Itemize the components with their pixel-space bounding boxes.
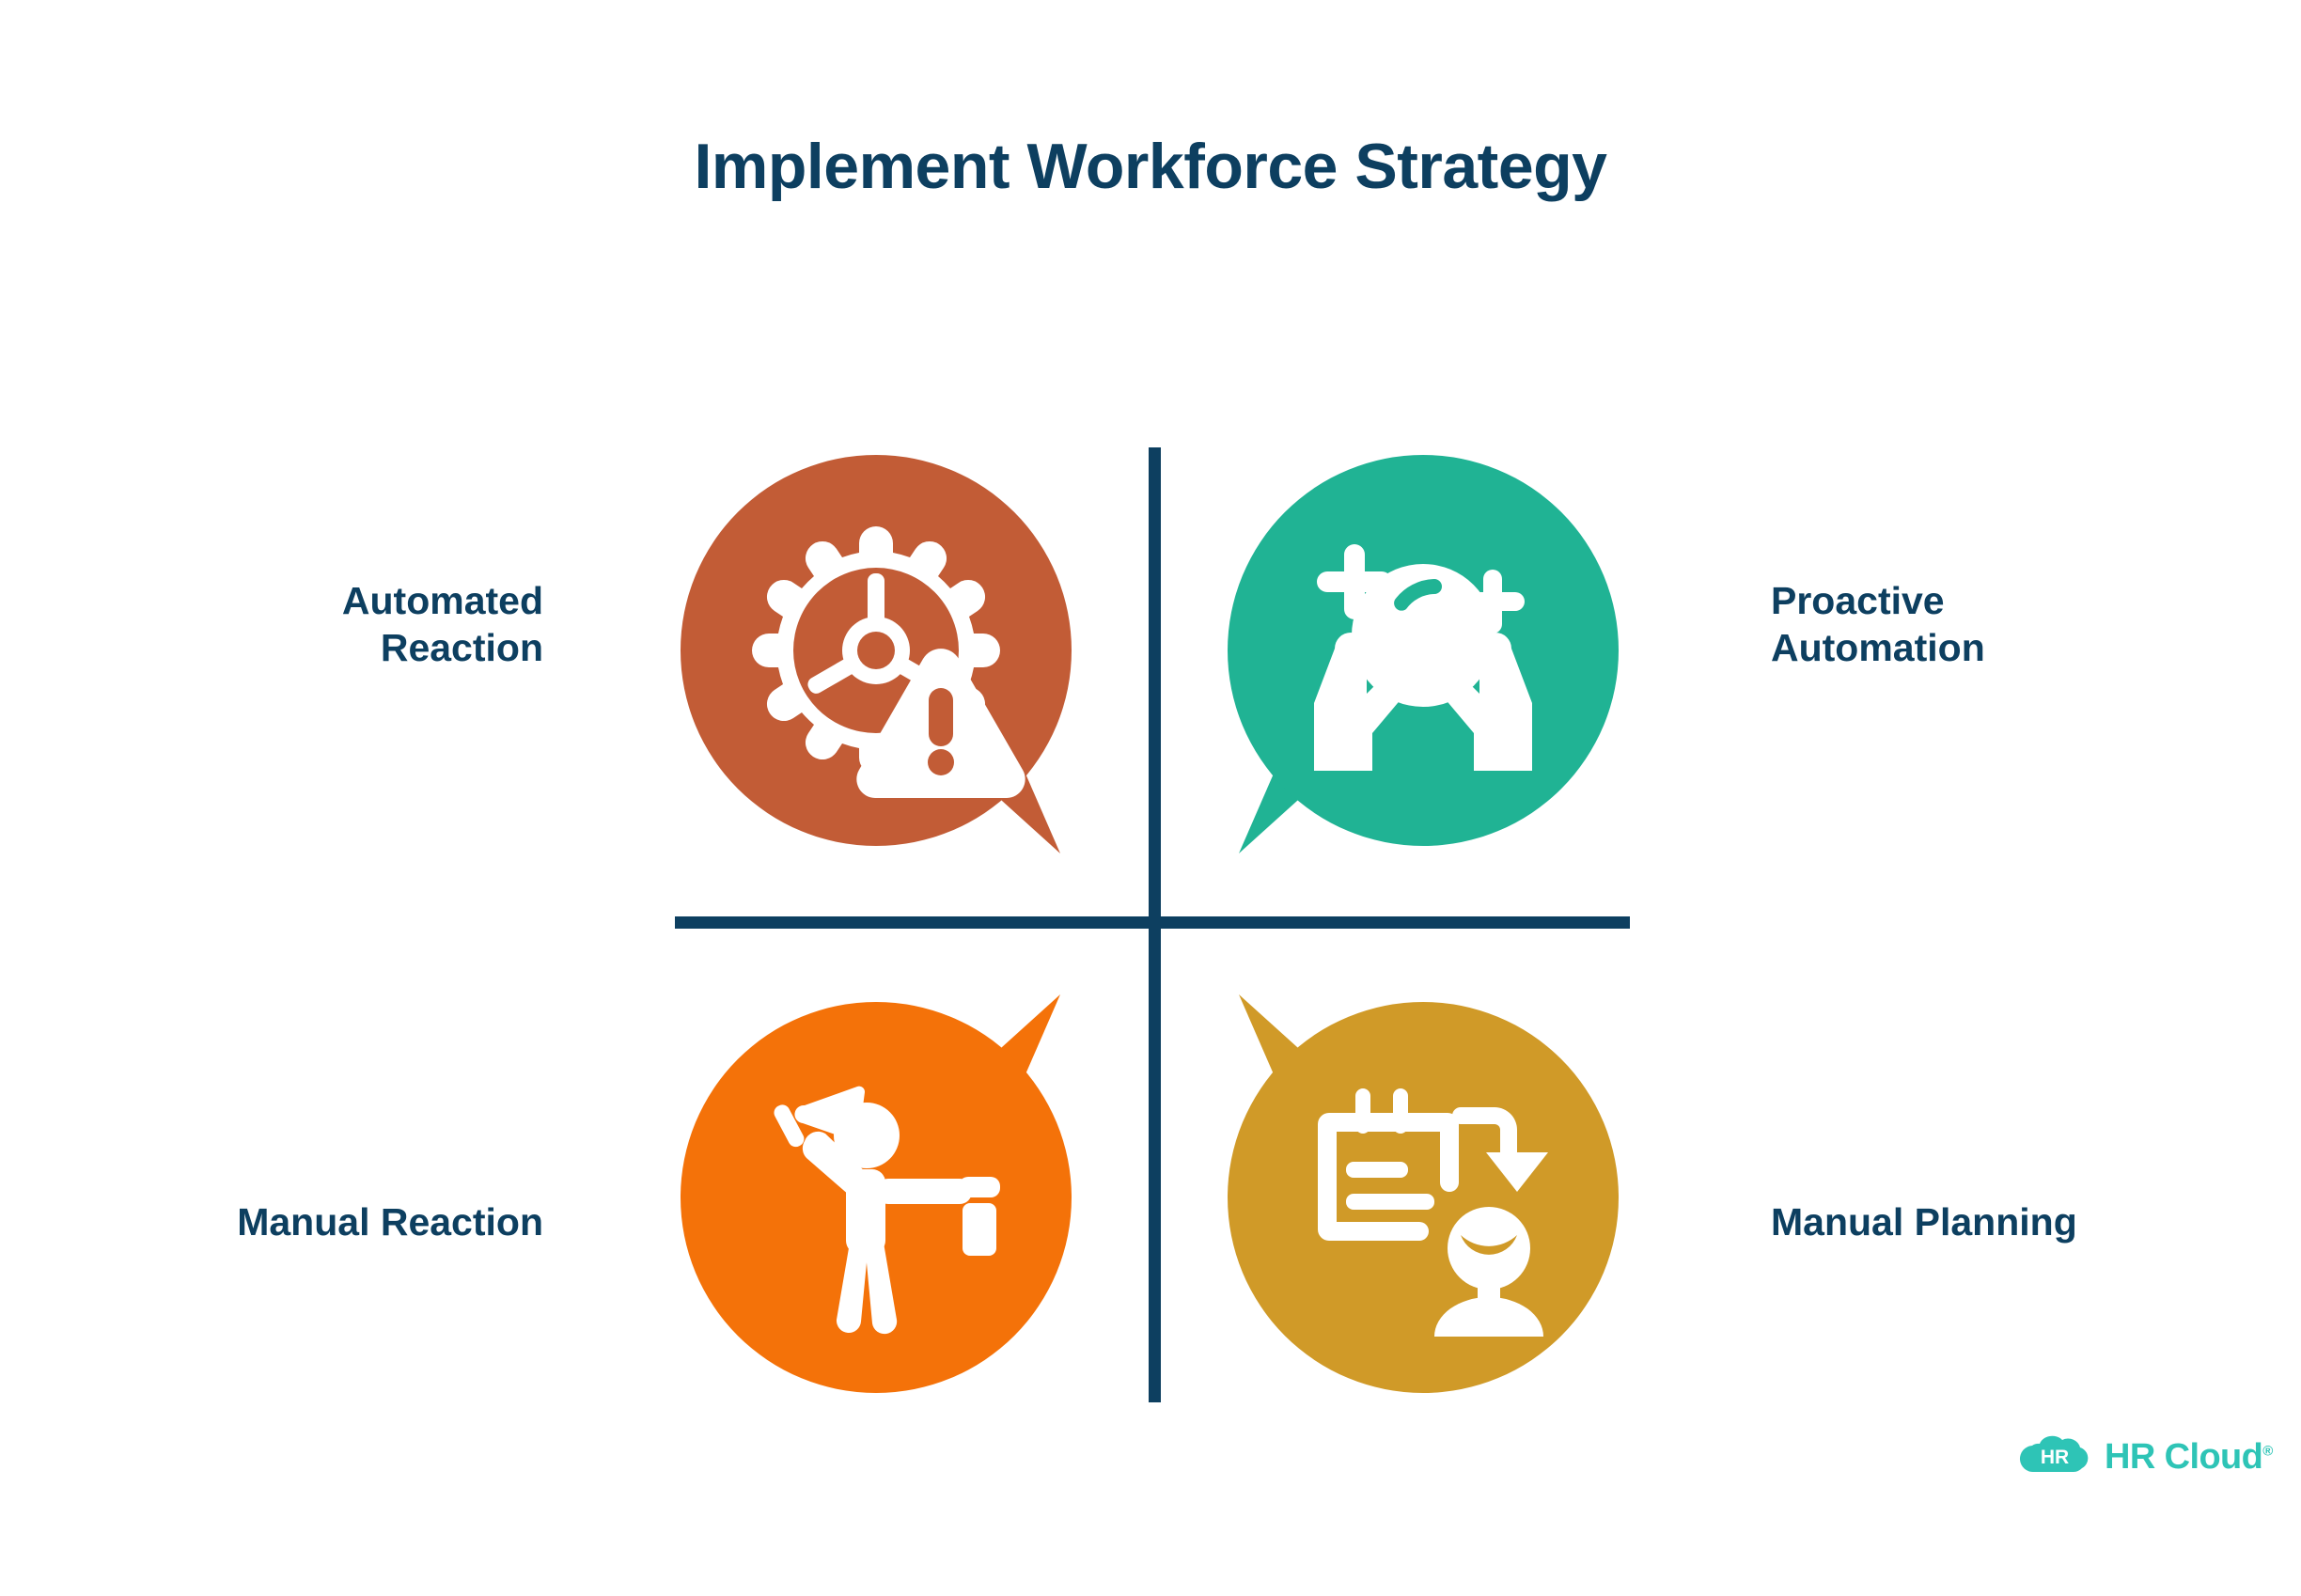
crystal-ball-hands-icon	[1314, 544, 1532, 771]
quadrant-label-automated-reaction: Automated Reaction	[341, 579, 543, 670]
gear-warning-icon	[752, 526, 1025, 798]
logo-mark-text: HR	[2041, 1447, 2069, 1468]
registered-mark: ®	[2262, 1442, 2273, 1459]
hr-cloud-logo[interactable]: HR HR Cloud®	[2019, 1432, 2273, 1481]
quadrant-label-proactive-automation: Proactive Automation	[1771, 579, 1985, 670]
bubble-manual-planning[interactable]	[1228, 994, 1619, 1393]
person-waving-flag-icon	[774, 1086, 1000, 1335]
speech-bubble-shape-automated-reaction	[681, 455, 1072, 853]
bubble-proactive-automation[interactable]	[1228, 455, 1619, 853]
cloud-icon: HR	[2019, 1435, 2089, 1473]
calendar-arrow-person-icon	[1318, 1088, 1548, 1337]
quadrant-label-manual-reaction: Manual Reaction	[237, 1200, 543, 1244]
bubble-manual-reaction[interactable]	[681, 994, 1072, 1393]
speech-bubble-shape-proactive-automation	[1228, 455, 1619, 853]
logo-wordmark-text: HR Cloud	[2105, 1436, 2263, 1477]
logo-wordmark: HR Cloud®	[2105, 1437, 2273, 1478]
speech-bubble-shape-manual-planning	[1228, 994, 1619, 1393]
bubble-automated-reaction[interactable]	[681, 455, 1072, 853]
quadrant-label-manual-planning: Manual Planning	[1771, 1200, 2077, 1244]
vertical-axis	[1149, 447, 1161, 1402]
page-title: Implement Workforce Strategy	[694, 131, 1607, 202]
speech-bubble-shape-manual-reaction	[681, 994, 1072, 1393]
